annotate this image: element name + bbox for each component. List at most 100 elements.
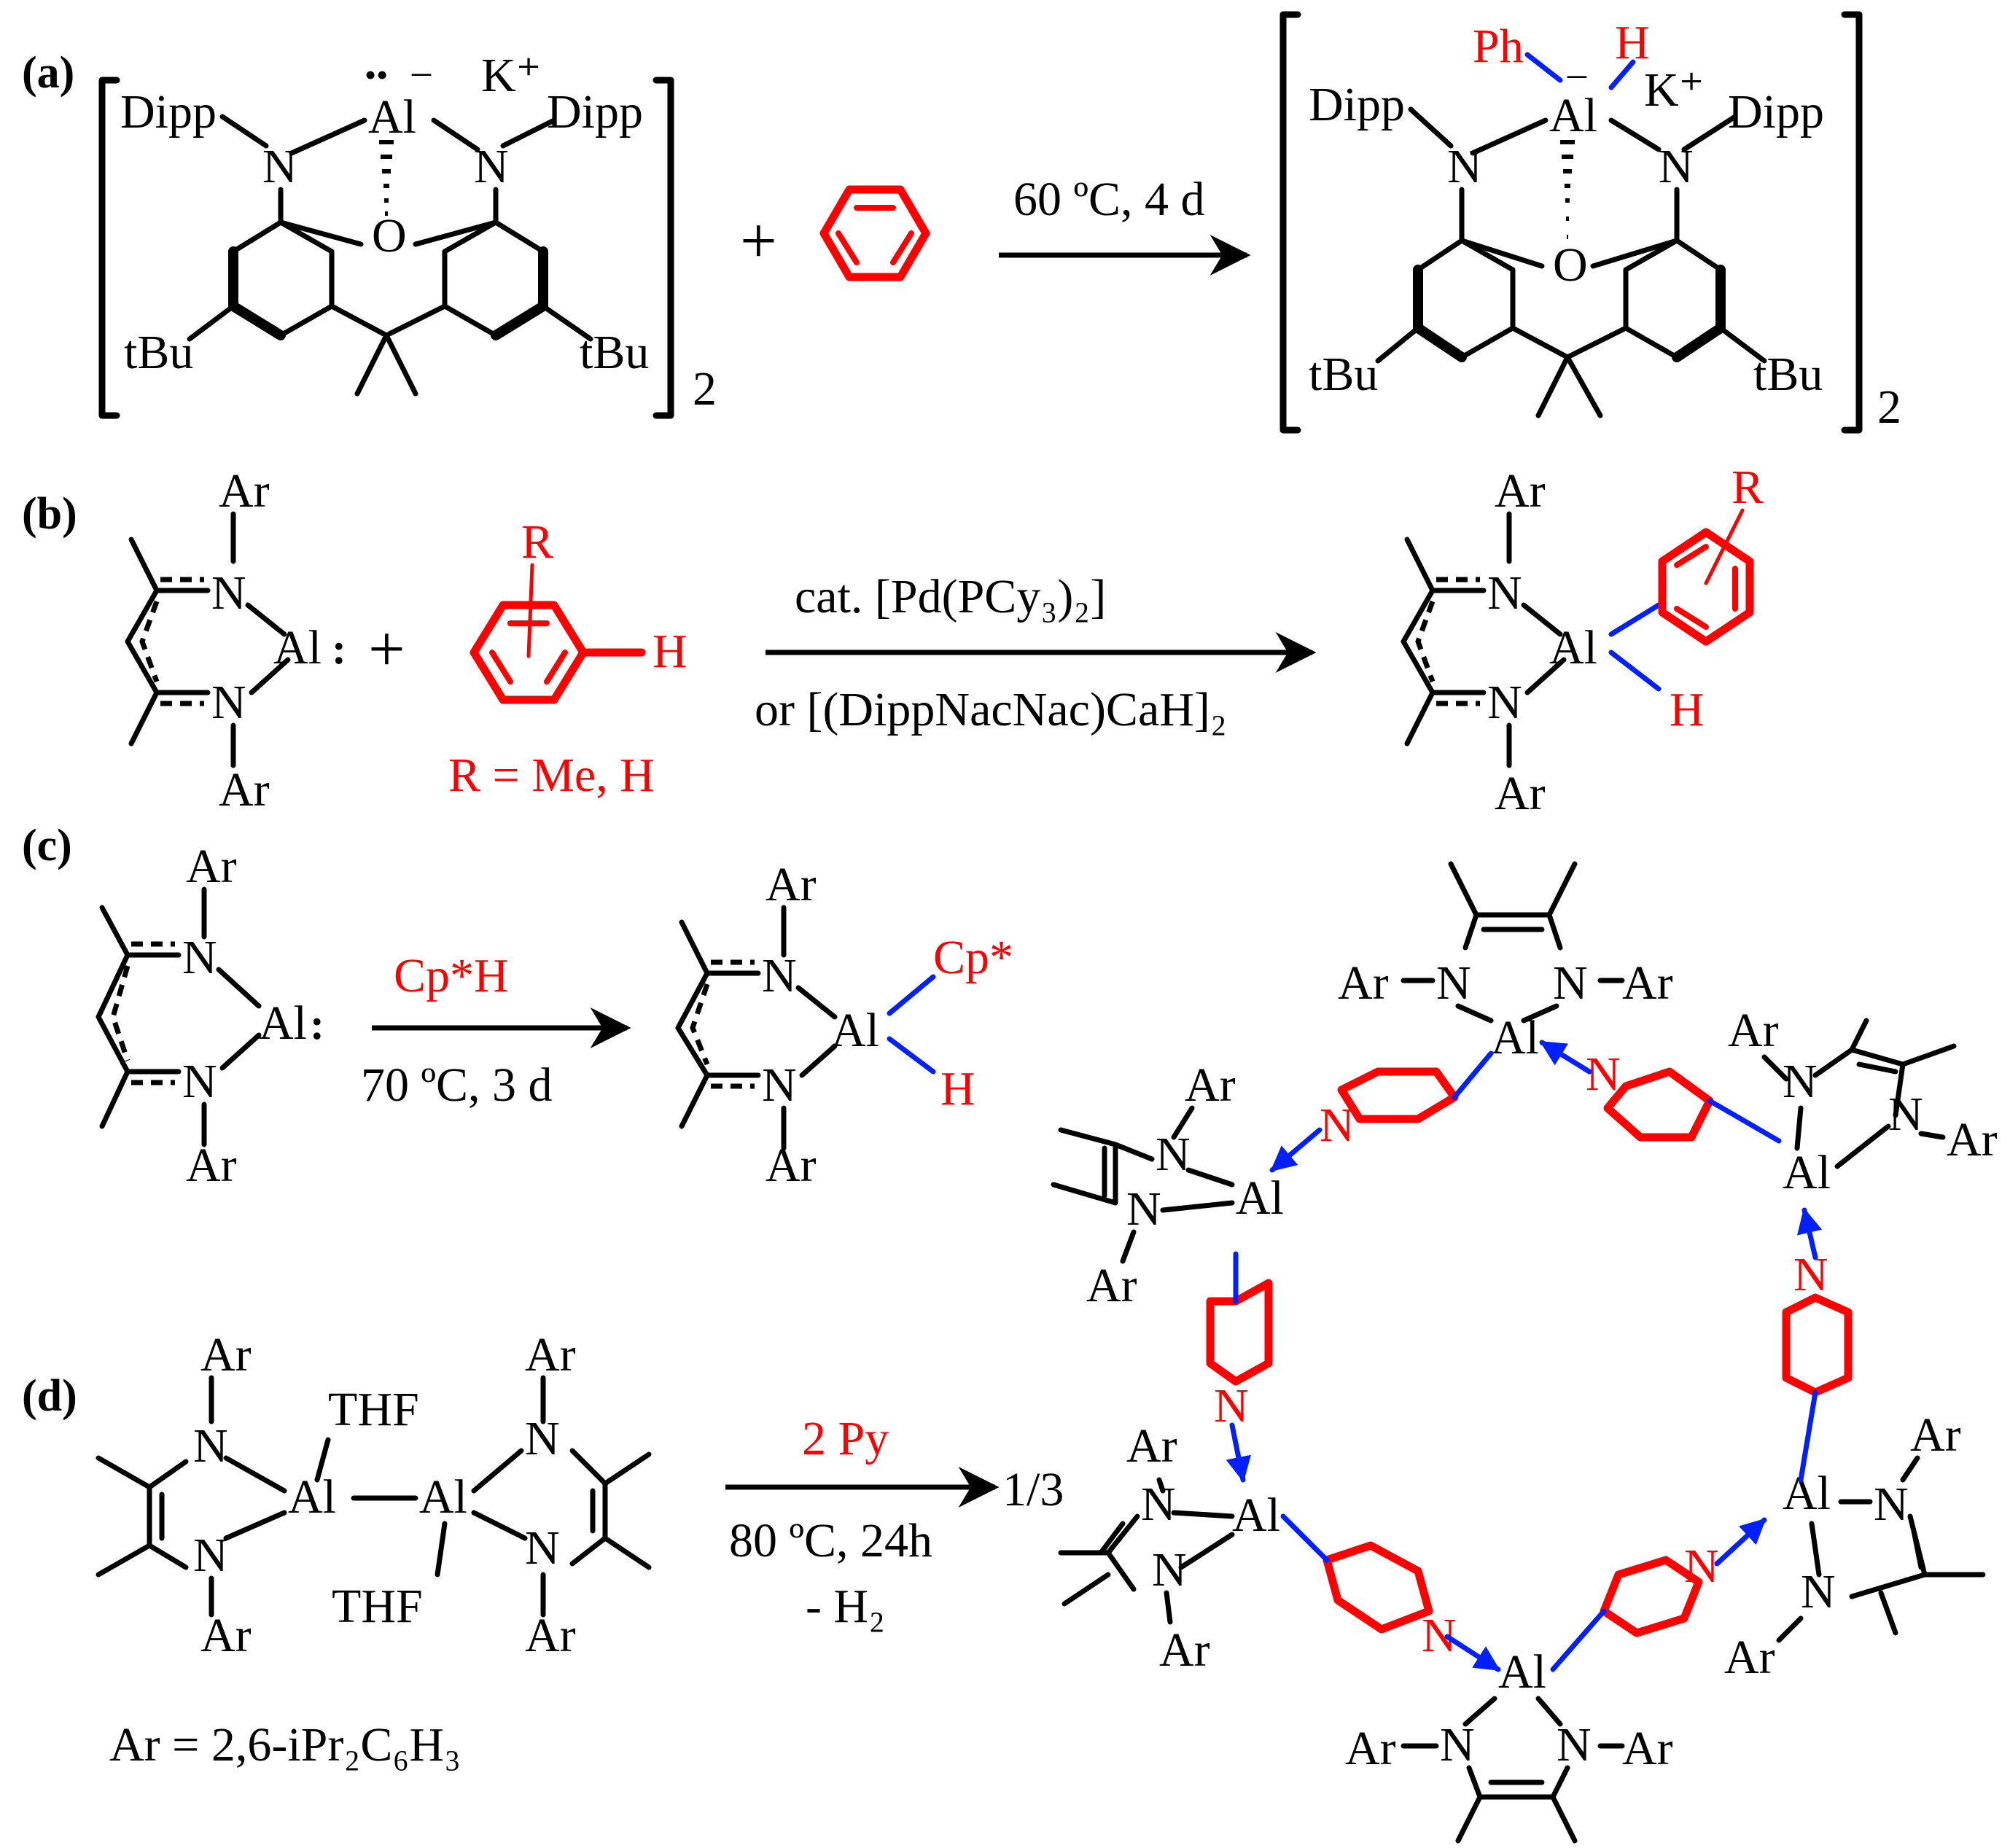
phenyl-label: Ph xyxy=(1473,20,1524,73)
r-substituent: R xyxy=(521,515,553,569)
ar-top-right: Ar xyxy=(525,1328,576,1381)
panel-a: (a) 2 Al •• – K⁺ Dipp Dipp N N O tBu tBu… xyxy=(22,11,1901,434)
h-label: H xyxy=(653,625,687,678)
pyridine-n-2: N xyxy=(1586,1048,1621,1101)
arene-reactant: R H R = Me, H xyxy=(448,515,687,802)
dative-arrow-2 xyxy=(1539,1040,1592,1075)
cpstar-label: Cp* xyxy=(933,931,1013,984)
dative-arrow-3 xyxy=(1226,1422,1251,1483)
condition-d-top: 2 Py xyxy=(802,1412,889,1465)
n-bottom: N xyxy=(1487,676,1522,729)
n-left: N xyxy=(262,140,297,193)
n-ul-2: N xyxy=(1126,1182,1161,1236)
n-bottom: N xyxy=(211,676,246,729)
panel-b: (b) Ar N Al : N Ar + R H R = Me, H cat. … xyxy=(22,461,1764,820)
delocalized-dashes xyxy=(690,959,755,1089)
dipp-left: Dipp xyxy=(1309,78,1405,131)
bracket-right-open xyxy=(1279,11,1301,434)
lone-pair: •• xyxy=(365,56,388,93)
delocalized-dashes xyxy=(1415,577,1480,706)
n-bottom: N xyxy=(762,1058,797,1112)
backbone-bonds xyxy=(187,303,593,397)
al-aryl-h-bonds xyxy=(1608,602,1662,692)
pyridine-n-6: N xyxy=(1684,1540,1719,1593)
al-o-dative-hash xyxy=(379,140,394,216)
aluminyl-anion-reactant: Al •• – K⁺ Dipp Dipp N N O tBu tBu xyxy=(120,49,649,397)
n-top: N xyxy=(1487,566,1522,620)
ur-diamine-bonds xyxy=(1761,1018,1957,1169)
backbone-bonds xyxy=(1375,325,1767,418)
aryl-al-hydride-product: Ar N Al N Ar R H xyxy=(1401,461,1764,820)
pyridine-1 xyxy=(1337,1067,1459,1123)
cpstar-al-hydride-product: Ar N Al N Ar Cp* H xyxy=(675,858,1013,1192)
al-atom: Al xyxy=(1549,89,1597,142)
n-bottom-right: N xyxy=(525,1521,560,1575)
n-left: N xyxy=(1447,140,1482,193)
al-c-bond-6 xyxy=(1550,1608,1607,1672)
n-bot-1: N xyxy=(1440,1718,1475,1771)
dative-arrow-6 xyxy=(1714,1517,1767,1567)
condition-b-bottom: or [(DippNacNac)CaH]₂ xyxy=(755,683,1227,736)
ll-diamine-bonds xyxy=(1058,1477,1235,1625)
n-ll-2: N xyxy=(1152,1543,1187,1596)
tbu-left: tBu xyxy=(124,326,193,379)
panel-label-d: (d) xyxy=(22,1371,77,1421)
ar-ur-2: Ar xyxy=(1947,1113,1998,1166)
ar-bottom: Ar xyxy=(1495,767,1546,820)
nacnac-al-reactant-b: Ar N Al : N Ar xyxy=(125,464,346,816)
ar-ur-1: Ar xyxy=(1728,1004,1779,1057)
condition-d-mid: 80 ºC, 24h xyxy=(729,1514,932,1567)
ar-ll-2: Ar xyxy=(1159,1623,1210,1677)
pyridine-5 xyxy=(1323,1541,1433,1634)
ar-bottom: Ar xyxy=(219,763,270,816)
al-c-bond-2 xyxy=(1707,1098,1782,1144)
backbone xyxy=(675,919,761,1129)
tbu-right: tBu xyxy=(580,326,649,379)
subscript-2-left: 2 xyxy=(693,362,717,416)
al-atom: Al xyxy=(259,997,307,1050)
n-top: N xyxy=(182,931,217,984)
pyridine-6 xyxy=(1600,1556,1703,1637)
panel-c: (c) Ar N Al : N Ar Cp*H 70 ºC, 3 d Ar N … xyxy=(22,821,1013,1192)
h-label: H xyxy=(940,1062,975,1115)
benzene xyxy=(819,185,930,281)
panel-label-a: (a) xyxy=(22,48,74,98)
ar-top: Ar xyxy=(1495,464,1546,518)
n-bonds xyxy=(230,511,291,768)
al-o-dative-hash xyxy=(1560,140,1575,239)
ar-bottom-right: Ar xyxy=(525,1609,576,1662)
potassium-cation: K⁺ xyxy=(1644,63,1705,117)
ar-top-left: Ar xyxy=(200,1328,252,1381)
al-lower-right: Al xyxy=(1783,1467,1831,1520)
pyridine-2 xyxy=(1603,1067,1714,1142)
ar-lr-2: Ar xyxy=(1724,1631,1775,1684)
ar-top: Ar xyxy=(186,840,237,893)
thf-top: THF xyxy=(328,1383,419,1436)
al-cp-h-bonds xyxy=(887,974,936,1075)
n-top-left: N xyxy=(193,1419,228,1473)
n-bonds xyxy=(1506,511,1567,768)
delocalized-dashes xyxy=(110,941,175,1085)
blue-connectors xyxy=(1226,1040,1823,1672)
aryl-ring-bold-edges xyxy=(228,246,548,340)
lr-diamine-bonds xyxy=(1776,1455,1986,1643)
tbu-right: tBu xyxy=(1753,348,1823,401)
pyridine-n-5: N xyxy=(1422,1609,1457,1662)
backbone xyxy=(96,905,182,1129)
c-c-double-bonds xyxy=(159,1488,596,1541)
n-bonds xyxy=(201,886,262,1147)
h-label: H xyxy=(1670,683,1705,736)
tbu-left: tBu xyxy=(1309,348,1378,401)
stoichiometry-factor: 1/3 xyxy=(1002,1463,1064,1516)
al-c-bond-5 xyxy=(1280,1513,1330,1563)
dialumane-reactant: Ar N N Ar Al Al THF THF Ar N N Ar xyxy=(96,1328,652,1662)
n-bottom: N xyxy=(182,1055,217,1108)
lone-pair-colon: : xyxy=(310,1000,324,1048)
bracket-left-open xyxy=(98,77,120,419)
ar-definition: Ar = 2,6-iPr₂C₆H₃ xyxy=(109,1718,461,1771)
ar-bottom: Ar xyxy=(766,1139,817,1192)
lone-pair-colon: : xyxy=(332,625,346,673)
r-bond xyxy=(1704,508,1745,585)
pyridine-3 xyxy=(1206,1279,1273,1386)
